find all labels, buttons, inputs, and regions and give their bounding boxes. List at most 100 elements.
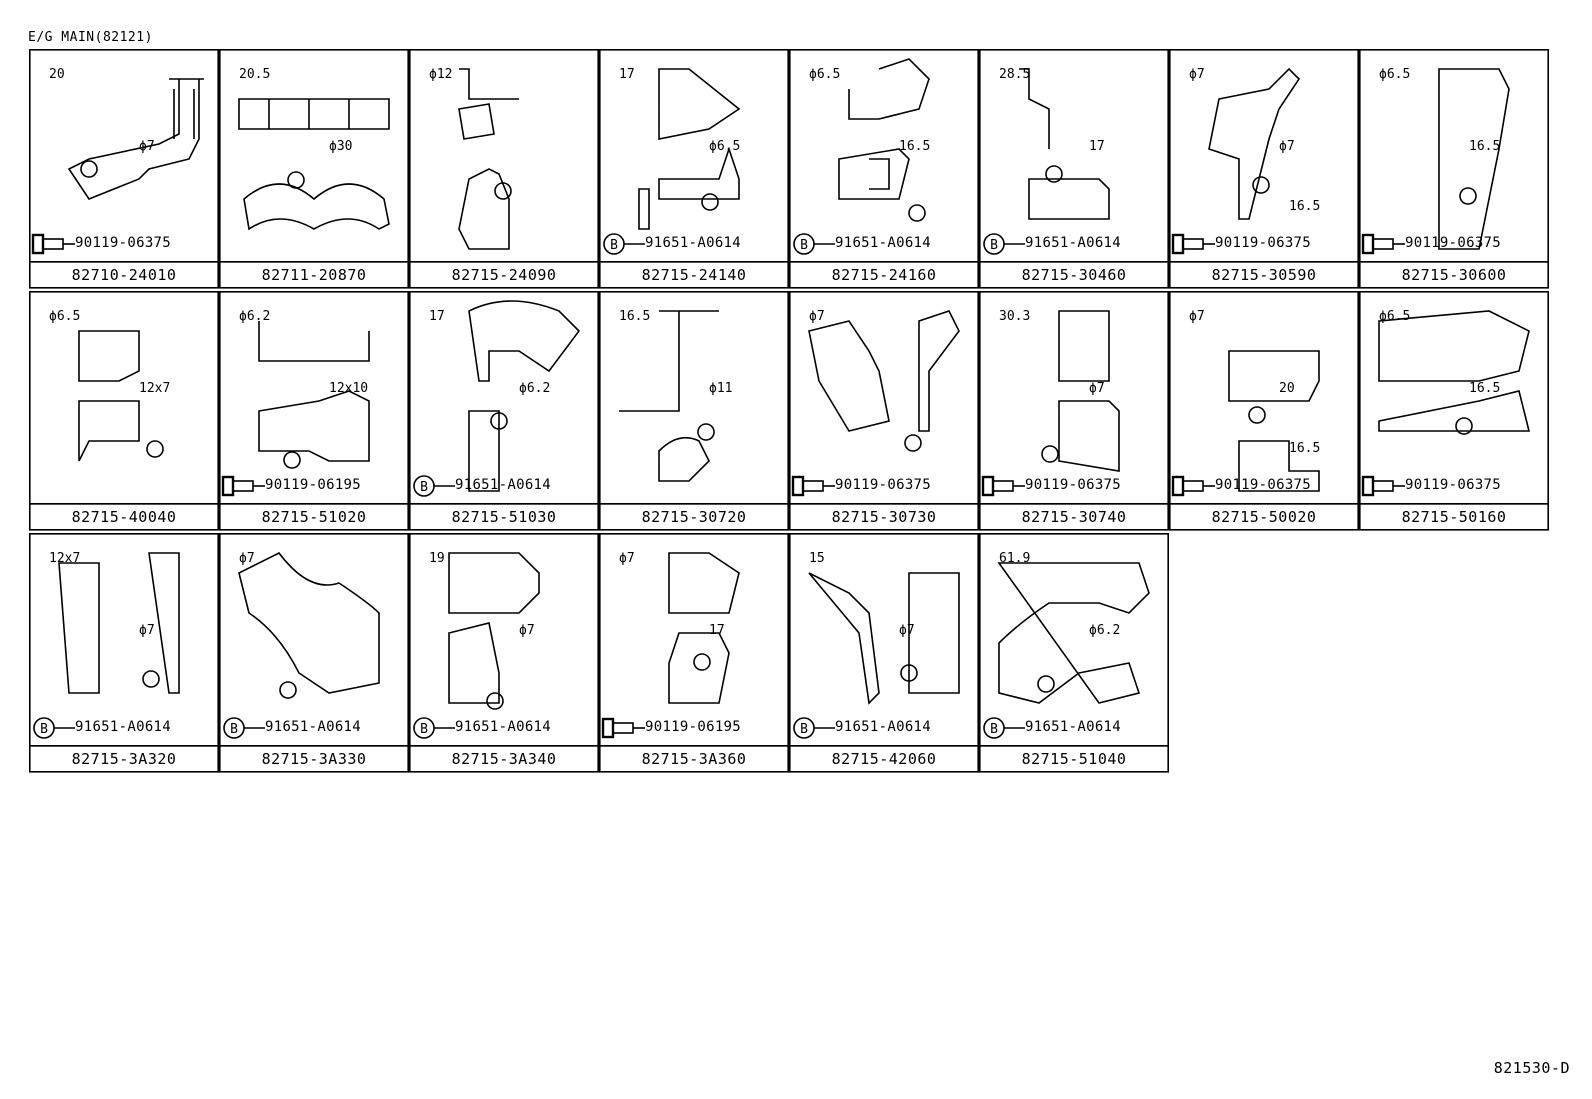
mounting-hole (908, 204, 926, 222)
part-drawing (219, 49, 409, 289)
bolt-icon (1171, 233, 1215, 255)
fastener-part-number[interactable]: 90119-06375 (1025, 477, 1122, 493)
label-frame (789, 503, 979, 531)
fastener-part-number[interactable]: 90119-06195 (645, 719, 742, 735)
svg-text:B: B (800, 238, 808, 253)
bolt-icon (221, 475, 265, 497)
fastener-part-number[interactable]: 90119-06375 (1215, 477, 1312, 493)
part-drawing: B (409, 533, 599, 773)
label-frame (29, 503, 219, 531)
bracket-outline (78, 330, 140, 462)
fastener-part-number[interactable]: 90119-06375 (1405, 477, 1502, 493)
mounting-hole (904, 434, 922, 452)
part-drawing (1359, 49, 1549, 289)
part-number[interactable]: 82715-30460 (1021, 266, 1127, 284)
dimension-label: ϕ6.5 (49, 309, 81, 324)
fastener-part-number[interactable]: 91651-A0614 (75, 719, 172, 735)
part-drawing (599, 291, 789, 531)
bolt-icon (1361, 233, 1405, 255)
fastener-part-number[interactable]: 91651-A0614 (265, 719, 362, 735)
mounting-hole (1041, 445, 1059, 463)
bracket-outline (1378, 310, 1531, 432)
dimension-label: ϕ6.5 (809, 67, 841, 82)
part-number[interactable]: 82715-51030 (451, 508, 557, 526)
fastener-part-number[interactable]: 91651-A0614 (835, 235, 932, 251)
fastener-part-number[interactable]: 90119-06195 (265, 477, 362, 493)
fastener-part-number[interactable]: 91651-A0614 (1025, 235, 1122, 251)
bolt-icon (1361, 475, 1405, 497)
dimension-label: ϕ7 (1189, 67, 1205, 82)
svg-text:B: B (230, 722, 238, 737)
fastener-part-number[interactable]: 91651-A0614 (835, 719, 932, 735)
bracket-outline (668, 552, 740, 704)
part-drawing (1359, 291, 1549, 531)
part-number[interactable]: 82715-30740 (1021, 508, 1127, 526)
dimension-label: 16.5 (1289, 441, 1321, 456)
mounting-hole (900, 664, 918, 682)
fastener-part-number[interactable]: 91651-A0614 (455, 477, 552, 493)
dimension-label: ϕ7 (239, 551, 255, 566)
label-frame (409, 503, 599, 531)
label-frame (1359, 503, 1549, 531)
fastener-part-number[interactable]: 91651-A0614 (455, 719, 552, 735)
part-number[interactable]: 82715-51020 (261, 508, 367, 526)
part-number[interactable]: 82715-50020 (1211, 508, 1317, 526)
label-frame (979, 261, 1169, 289)
part-number[interactable]: 82715-24140 (641, 266, 747, 284)
diagram-title: E/G MAIN(82121) (28, 30, 153, 45)
bracket-outline (1438, 68, 1510, 250)
label-frame (219, 503, 409, 531)
part-drawing (1169, 291, 1359, 531)
dimension-label: ϕ7 (899, 623, 915, 638)
fastener-part-number[interactable]: 90119-06375 (1215, 235, 1312, 251)
part-number[interactable]: 82715-30590 (1211, 266, 1317, 284)
part-number[interactable]: 82715-24160 (831, 266, 937, 284)
bracket-outline (619, 310, 719, 482)
dimension-label: ϕ7 (139, 139, 155, 154)
bracket-outline (1019, 68, 1110, 220)
part-number[interactable]: 82715-3A330 (261, 750, 367, 768)
bracket-outline (238, 98, 390, 231)
dimension-label: ϕ6.2 (239, 309, 271, 324)
dimension-label: 17 (429, 309, 445, 324)
part-number[interactable]: 82715-40040 (71, 508, 177, 526)
bracket-outline (258, 321, 370, 462)
fastener-part-number[interactable]: 91651-A0614 (645, 235, 742, 251)
svg-text:B: B (610, 238, 618, 253)
clip-b-icon: B (33, 717, 75, 739)
dimension-label: ϕ6.5 (1379, 67, 1411, 82)
mounting-hole (1459, 187, 1477, 205)
fastener-part-number[interactable]: 90119-06375 (75, 235, 172, 251)
part-number[interactable]: 82715-3A360 (641, 750, 747, 768)
fastener-part-number[interactable]: 90119-06375 (835, 477, 932, 493)
part-drawing: B (409, 291, 599, 531)
part-number[interactable]: 82715-30720 (641, 508, 747, 526)
part-number[interactable]: 82715-3A320 (71, 750, 177, 768)
clip-b-icon: B (983, 233, 1025, 255)
part-number[interactable]: 82715-30600 (1401, 266, 1507, 284)
part-number[interactable]: 82715-50160 (1401, 508, 1507, 526)
part-drawing (29, 291, 219, 531)
part-number[interactable]: 82715-24090 (451, 266, 557, 284)
bracket-outline (1228, 350, 1320, 492)
label-frame (599, 745, 789, 773)
part-number[interactable]: 82715-51040 (1021, 750, 1127, 768)
bracket-outline (238, 551, 380, 694)
fastener-part-number[interactable]: 91651-A0614 (1025, 719, 1122, 735)
svg-text:B: B (990, 238, 998, 253)
part-number[interactable]: 82715-42060 (831, 750, 937, 768)
part-number[interactable]: 82715-30730 (831, 508, 937, 526)
fastener-part-number[interactable]: 90119-06375 (1405, 235, 1502, 251)
part-number[interactable]: 82711-20870 (261, 266, 367, 284)
part-number[interactable]: 82715-3A340 (451, 750, 557, 768)
bolt-icon (981, 475, 1025, 497)
clip-b-icon: B (793, 233, 835, 255)
part-number[interactable]: 82710-24010 (71, 266, 177, 284)
